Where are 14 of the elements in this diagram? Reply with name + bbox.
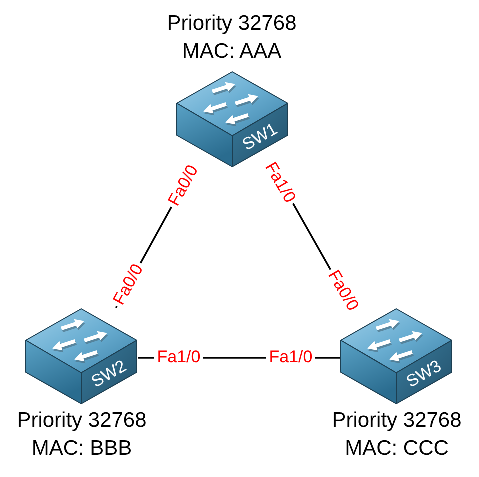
bridge-priority-label: Priority 32768 — [17, 408, 147, 434]
bridge-priority-label: Priority 32768 — [167, 11, 297, 37]
device-name: SW2 — [88, 357, 130, 391]
port-label: Fa1/0 — [156, 348, 202, 368]
network-switch — [25, 308, 138, 405]
mac-address-label: MAC: AAA — [181, 39, 283, 65]
network-link — [138, 357, 340, 359]
bridge-priority-label: Priority 32768 — [332, 408, 462, 434]
mac-address-label: MAC: CCC — [344, 436, 450, 462]
network-switch — [340, 308, 453, 405]
device-name: SW3 — [404, 357, 444, 391]
port-label: Fa1/0 — [268, 348, 314, 368]
mac-address-label: MAC: BBB — [30, 436, 134, 462]
device-name: SW1 — [240, 120, 280, 154]
